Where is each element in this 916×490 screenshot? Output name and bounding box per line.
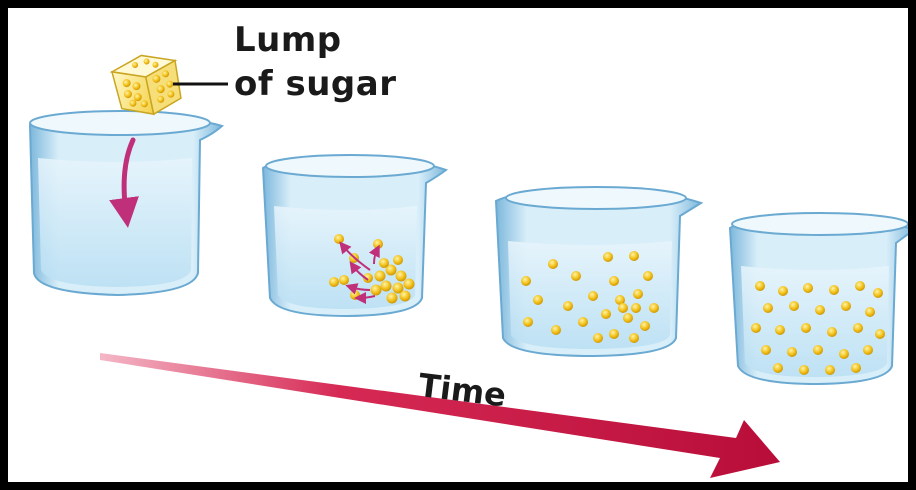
- lump-label-line1: Lump: [234, 20, 342, 60]
- beaker-2-icon: [263, 155, 446, 316]
- lump-label-line2: of sugar: [234, 64, 396, 104]
- diffusion-diagram: [8, 8, 908, 482]
- beaker-3-icon: [496, 187, 701, 356]
- beaker-1-icon: [30, 111, 222, 295]
- beaker-4-icon: [730, 213, 908, 384]
